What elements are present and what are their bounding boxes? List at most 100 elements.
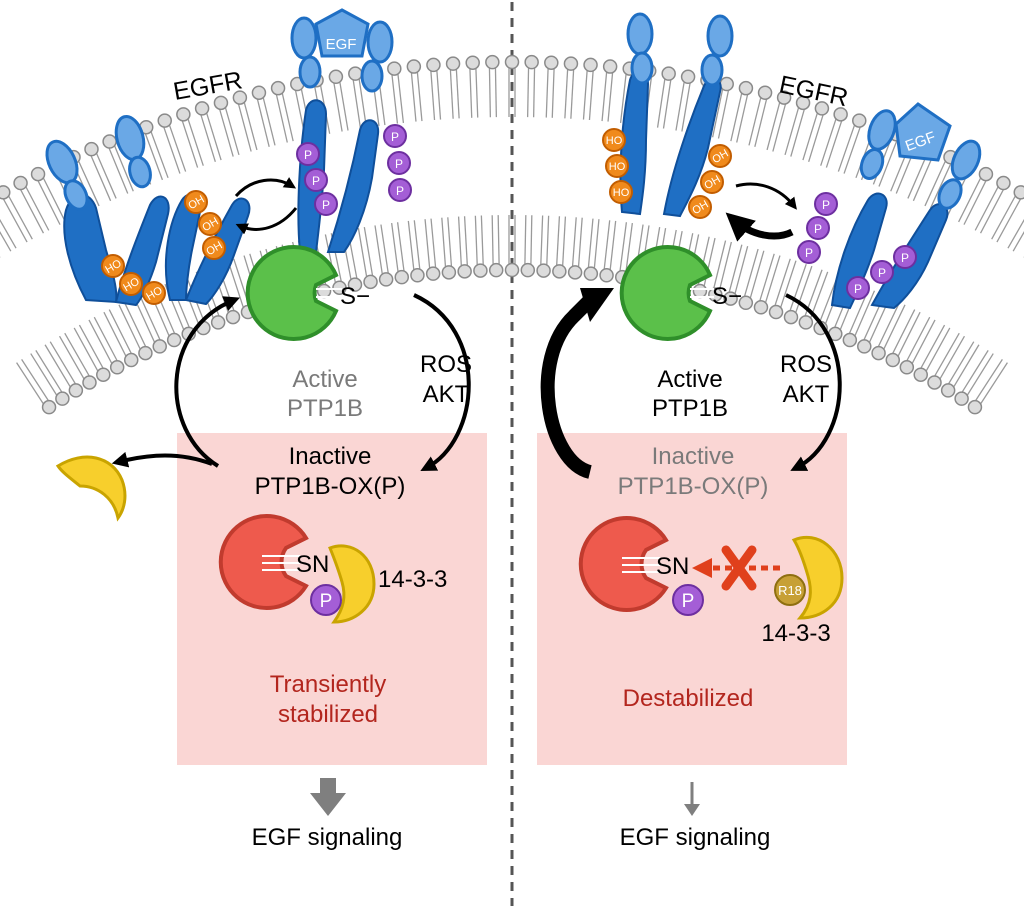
lipid-tail [976,362,1008,410]
lipid-head [332,280,347,295]
lipid-head [536,263,551,278]
left-phospho-6: P [388,178,412,202]
right-reactivation-arrow [540,291,599,479]
svg-text:P: P [805,246,813,260]
lipid-head [776,90,792,105]
lipid-tail [730,87,744,142]
lipid-tail [407,220,416,276]
svg-text:P: P [312,174,320,188]
lipid-tail [602,220,611,276]
lipid-head [978,166,994,182]
lipid-head [123,352,139,368]
left-active-label-2: PTP1B [287,395,363,422]
lipid-head [152,339,167,354]
lipid-head [316,283,332,299]
svg-text:P: P [391,130,399,144]
lipid-head [328,69,344,85]
lipid-tail [133,297,158,348]
lipid-head [426,57,441,73]
lipid-head [1013,185,1024,200]
lipid-tail [480,215,485,271]
lipid-tail [974,181,1002,231]
right-phospho-1: P [814,192,838,216]
lipid-tail [410,66,417,122]
lipid-tail [601,66,608,122]
svg-text:P: P [901,251,909,265]
lipid-head [852,113,867,128]
left-state-label-1: Transiently [270,671,386,698]
lipid-head [753,300,769,315]
lipid-head [552,264,567,279]
lipid-head [30,166,46,182]
right-phospho-6: P [846,276,870,300]
right-active-label-2: PTP1B [652,395,728,422]
lipid-head [410,268,425,283]
svg-text:HO: HO [613,187,630,199]
svg-text:HO: HO [609,161,626,173]
lipid-tail [790,103,807,157]
lipid-tail [607,66,614,122]
lipid-tail [217,103,234,157]
left-bound-phospho: P [310,584,342,616]
left-phospho-1: P [296,142,320,166]
right-reactivation-arrowhead [580,288,614,322]
left-phospho-2: P [304,168,328,192]
lipid-head [41,399,57,415]
lipid-tail [280,87,294,142]
left-oh-group-1: OH [184,190,208,214]
right-inactive-label-1: Inactive [652,443,735,470]
lipid-tail [564,63,569,119]
right-oh-group-1: OH [708,144,732,168]
left-state-label-2: stabilized [278,701,378,728]
lipid-head [680,69,696,85]
lipid-tail [16,362,48,410]
right-inhibitor-icon: R18 [774,574,806,606]
lipid-head [270,80,286,96]
right-phospho-4: P [893,245,917,269]
lipid-head [927,375,942,390]
right-block-x-icon [721,545,757,591]
lipid-head [82,375,97,390]
lipid-head [378,272,394,287]
lipid-head [563,56,579,71]
right-output-label: EGF signaling [620,824,771,851]
lipid-head [940,383,956,398]
lipid-tail [577,217,583,273]
lipid-tail [754,93,769,147]
lipid-tail [570,63,575,119]
svg-text:P: P [304,148,312,162]
lipid-tail [996,193,1024,243]
left-ho-group-1: HO [101,254,125,278]
left-exchange-arrow-top [234,177,297,198]
lipid-head [445,56,461,71]
lipid-tail [396,68,405,123]
right-oxidation-arrow [785,293,842,471]
lipid-head [473,263,488,278]
lipid-tail [582,64,589,120]
lipid-head [692,283,708,299]
lipid-head [567,265,583,280]
lipid-head [757,85,773,100]
lipid-head [871,345,886,361]
left-oh-group-3: OH [202,236,226,260]
left-reactivation-arrow [174,296,240,468]
lipid-tail [979,184,1007,234]
right-adaptor-icon [791,535,844,620]
lipid-head [251,85,267,100]
left-ho-group-3: HO [142,281,166,305]
lipid-head [583,266,599,281]
left-phospho-3: P [314,192,338,216]
lipid-tail [588,65,595,121]
svg-text:P: P [822,198,830,212]
lipid-head [213,95,229,111]
lipid-head [157,113,172,128]
lipid-tail [571,217,577,273]
lipid-tail [463,216,469,272]
lipid-tail [488,62,492,118]
lipid-tail [255,93,270,147]
lipid-head [84,141,99,157]
lipid-tail [475,62,479,118]
lipid-tail [447,217,453,273]
right-ho-group-1: HO [602,128,626,152]
lipid-tail [441,217,447,273]
